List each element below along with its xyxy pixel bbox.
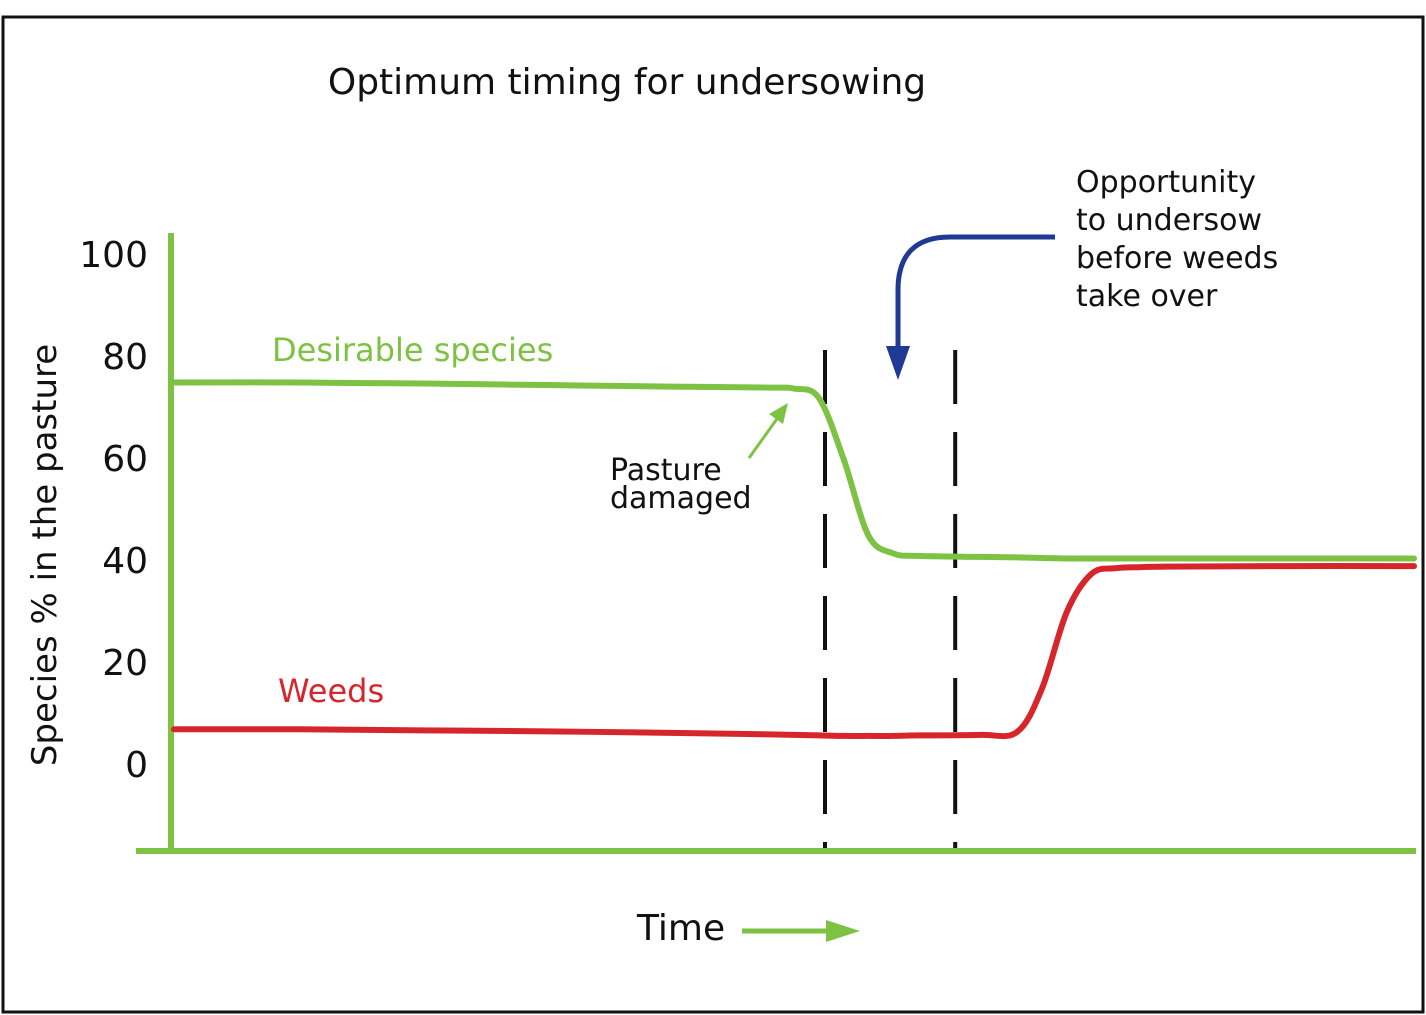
y-tick-label: 100: [79, 235, 148, 276]
annotation-opportunity-line4: take over: [1076, 279, 1218, 314]
y-tick-label: 60: [102, 439, 148, 480]
y-axis-label: Species % in the pasture: [25, 344, 65, 766]
y-tick-labels: 100 80 60 40 20 0: [79, 235, 148, 786]
series-label-weeds: Weeds: [278, 672, 384, 710]
series-label-desirable: Desirable species: [272, 331, 553, 369]
y-tick-label: 20: [102, 643, 148, 684]
chart-title: Optimum timing for undersowing: [328, 62, 926, 103]
annotation-opportunity-line3: before weeds: [1076, 241, 1278, 276]
y-tick-label: 0: [125, 745, 148, 786]
y-tick-label: 40: [102, 541, 148, 582]
pasture-damaged-arrow: [747, 403, 788, 459]
series-line-weeds: [171, 563, 1417, 740]
y-tick-label: 80: [102, 337, 148, 378]
time-arrow-icon: [742, 920, 860, 942]
series-lines: [171, 379, 1417, 740]
opportunity-arrow: [886, 234, 1055, 380]
series-line-desirable: [171, 379, 1417, 562]
annotation-pasture-line1: Pasture: [610, 453, 722, 488]
annotation-pasture-line2: damaged: [610, 481, 752, 516]
chart-frame: [1, 15, 1425, 1014]
annotation-opportunity-line2: to undersow: [1076, 203, 1262, 238]
x-axis-label: Time: [636, 908, 725, 949]
dashed-markers: [823, 350, 958, 848]
annotation-opportunity-line1: Opportunity: [1076, 165, 1256, 200]
